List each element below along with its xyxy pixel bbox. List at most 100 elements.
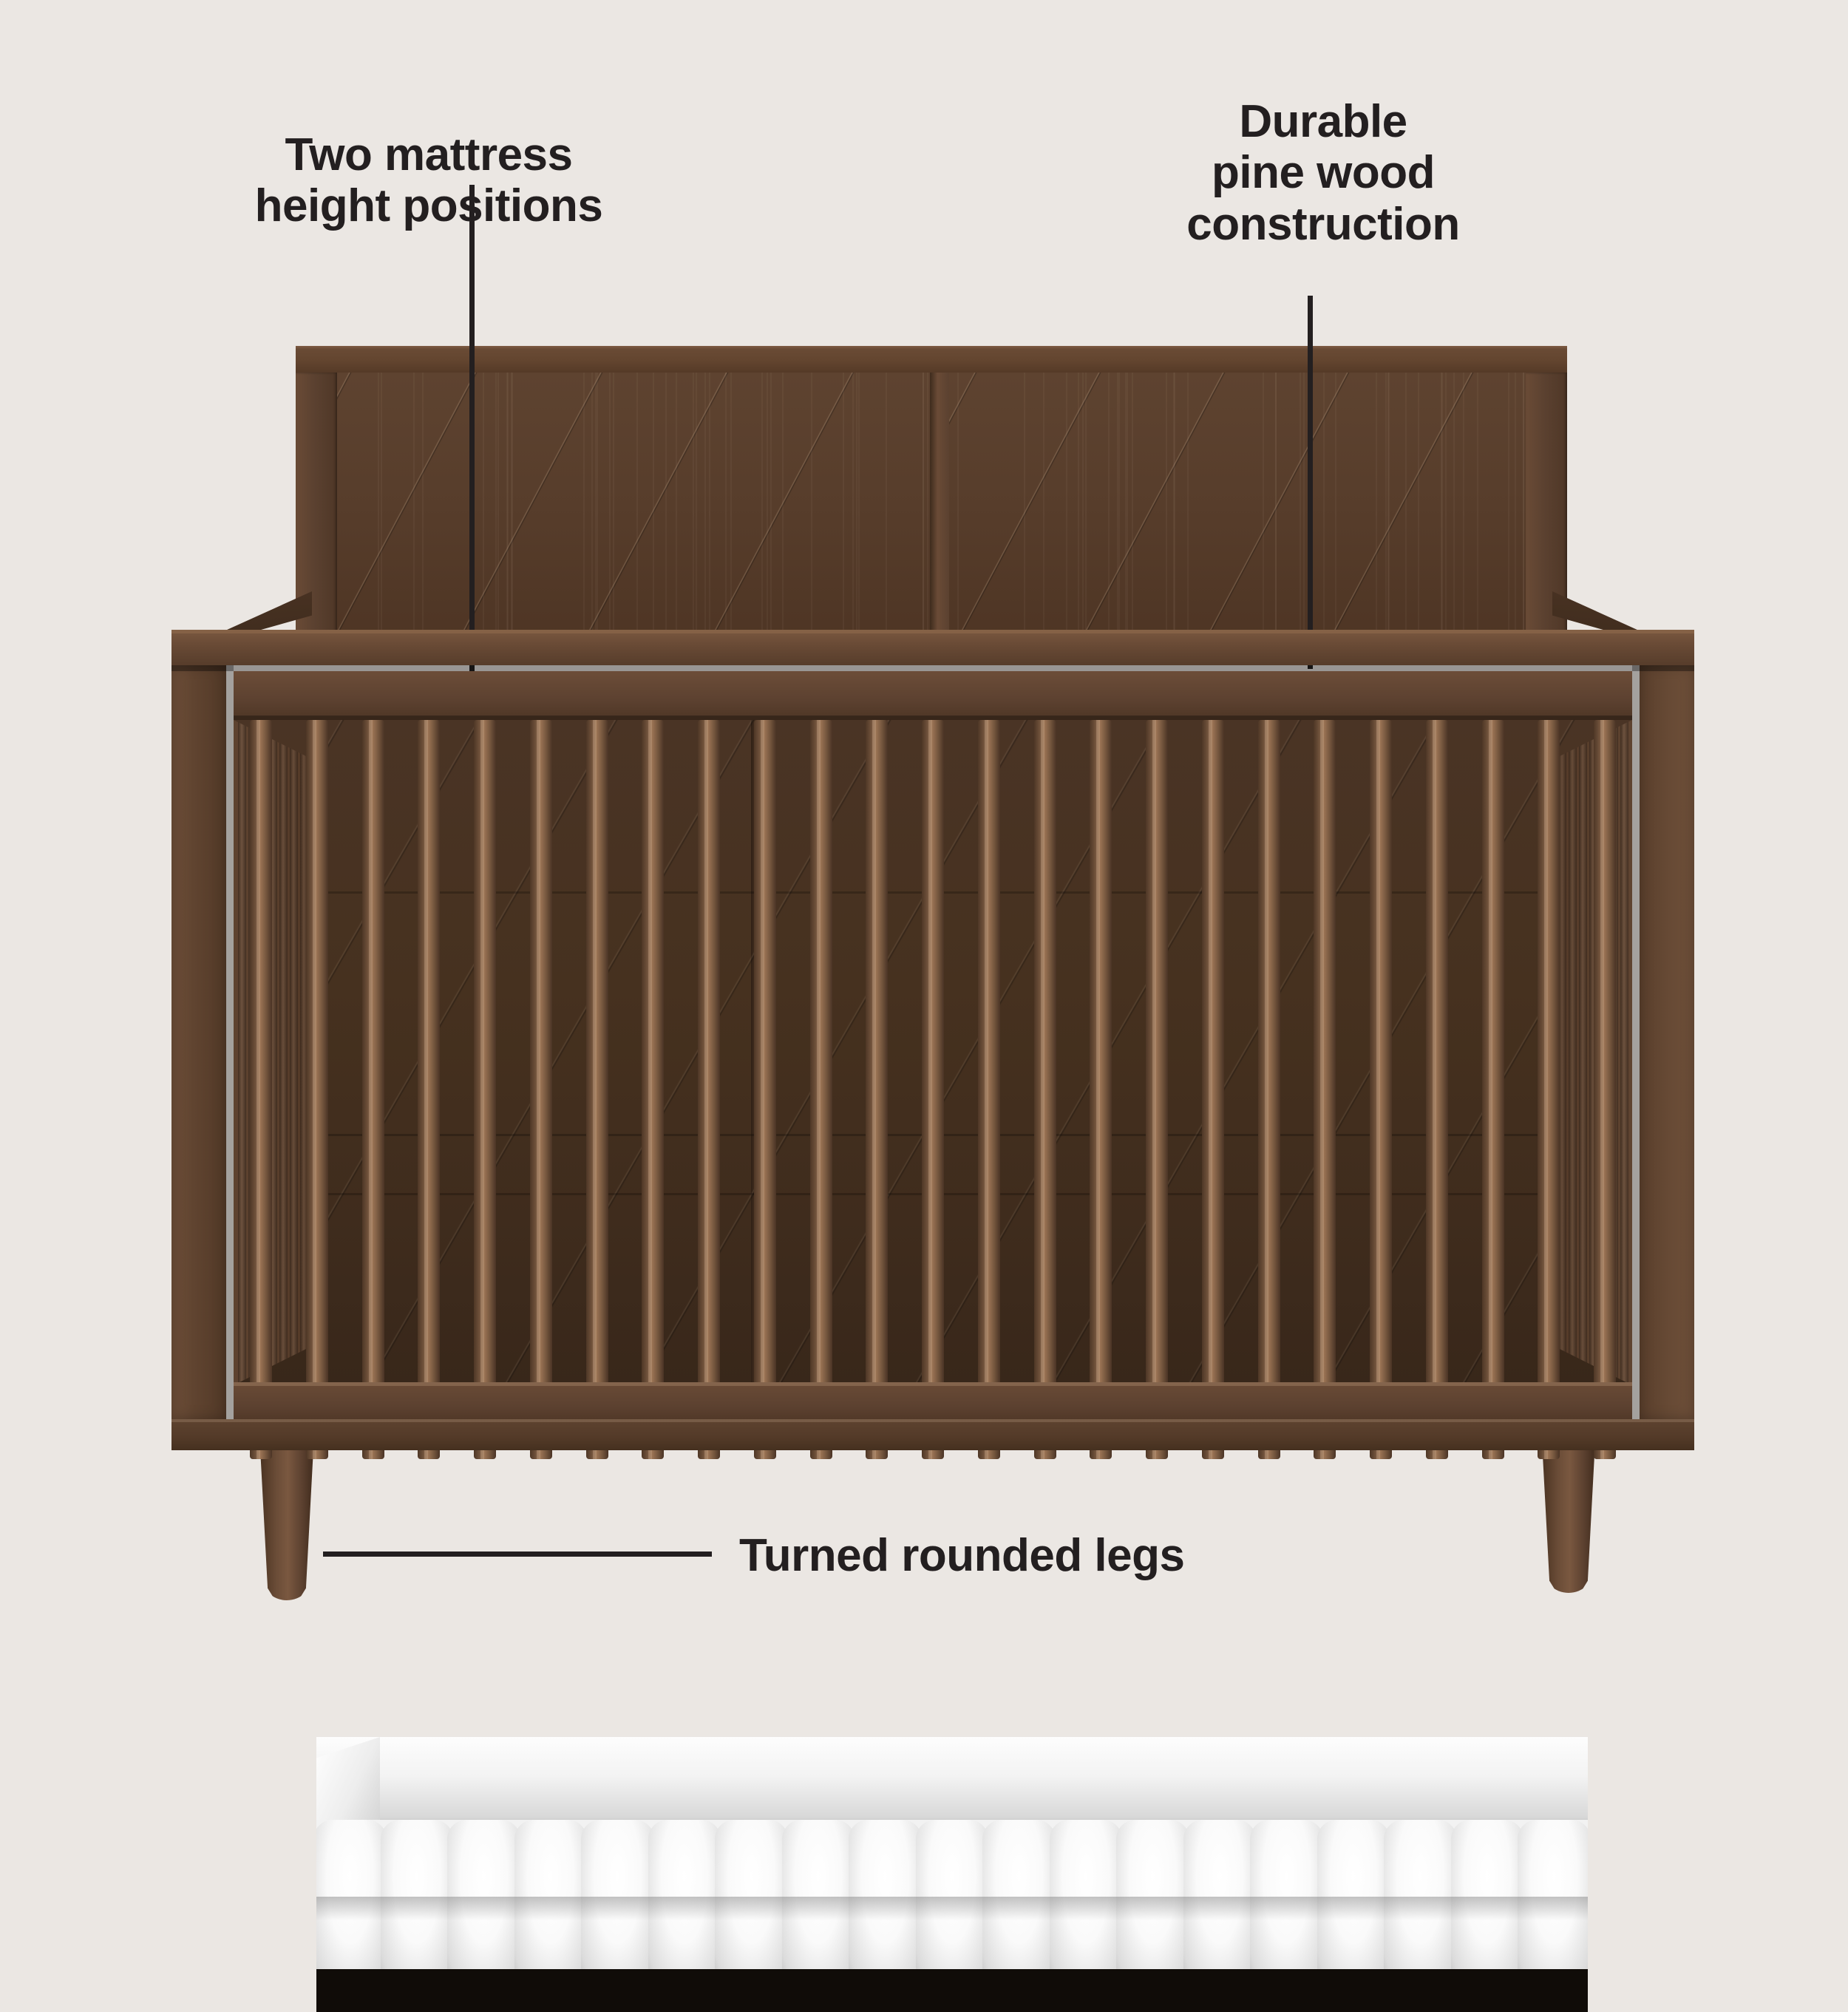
wood-grain-line <box>852 373 854 640</box>
crib-slat <box>586 720 608 1459</box>
wood-grain-line <box>957 373 959 640</box>
crib-slat <box>642 720 664 1459</box>
crib-slat <box>810 720 832 1459</box>
wood-grain-line <box>665 373 667 640</box>
wood-grain-line <box>1066 373 1067 640</box>
wood-grain-line <box>1508 373 1509 640</box>
callout-mattress-height-label: Two mattress height positions <box>155 129 702 232</box>
wood-grain-line <box>1127 373 1128 640</box>
crib-slat <box>306 720 328 1459</box>
wood-grain-line <box>497 373 499 640</box>
wood-grain-line <box>597 373 598 640</box>
crib-slat <box>1594 720 1616 1459</box>
wood-grain-line <box>782 373 784 640</box>
front-left-corner-post <box>171 665 226 1419</box>
mattress-top-surface <box>316 1737 1588 1824</box>
crib-slat <box>1370 720 1392 1459</box>
top-rail-shadow <box>171 665 1694 671</box>
crib-slat <box>474 720 496 1459</box>
wood-grain-line <box>636 373 638 640</box>
callout-pine-wood-label: Durable pine wood construction <box>1087 96 1560 250</box>
wood-grain-line <box>730 373 732 640</box>
wood-grain-line <box>583 373 585 640</box>
wood-grain-line <box>1117 373 1118 640</box>
wood-grain-line <box>381 373 382 640</box>
wood-grain-line <box>1441 373 1443 640</box>
under-mattress-shadow <box>316 1969 1588 2012</box>
wood-grain-line <box>1385 373 1387 640</box>
crib-headboard <box>296 346 1567 640</box>
crib-slat <box>1202 720 1224 1459</box>
front-base-plate <box>171 1419 1694 1450</box>
wood-grain-line <box>1043 373 1044 640</box>
wood-grain-line <box>1078 373 1079 640</box>
wood-grain-line <box>1166 373 1167 640</box>
crib-slat <box>922 720 944 1459</box>
wood-grain-line <box>609 373 611 640</box>
wood-grain-line <box>1405 373 1407 640</box>
wood-grain-line <box>676 373 677 640</box>
wood-grain-line <box>422 373 424 640</box>
wood-grain-line <box>923 373 924 640</box>
wood-grain-line <box>613 373 614 640</box>
wood-grain-line <box>653 373 654 640</box>
headboard-left-panel <box>337 373 930 640</box>
wood-grain-line <box>1085 373 1087 640</box>
wood-grain-line <box>761 373 763 640</box>
wood-grain-line <box>704 373 706 640</box>
crib-slat <box>250 720 272 1459</box>
wood-grain-line <box>886 373 887 640</box>
right-post-inner-edge <box>1632 665 1640 1419</box>
wood-grain-line <box>1376 373 1377 640</box>
crib-slat <box>362 720 384 1459</box>
wood-grain-line <box>1323 373 1325 640</box>
wood-grain-line <box>1477 373 1478 640</box>
front-upper-rail <box>234 671 1632 720</box>
wood-grain-line <box>767 373 768 640</box>
wood-grain-line <box>709 373 710 640</box>
wood-grain-line <box>507 373 509 640</box>
crib-slat <box>978 720 1000 1459</box>
front-top-rail <box>171 630 1694 665</box>
crib-slat <box>530 720 552 1459</box>
wood-grain-line <box>1187 373 1189 640</box>
infographic-canvas: Two mattress height positions Durable pi… <box>0 0 1848 1848</box>
crib-slat <box>1482 720 1504 1459</box>
wood-grain-line <box>1132 373 1133 640</box>
callout-turned-legs-label: Turned rounded legs <box>739 1530 1375 1581</box>
wood-grain-line <box>725 373 727 640</box>
wood-grain-line <box>511 373 512 640</box>
wood-grain-line <box>1275 373 1277 640</box>
wood-grain-line <box>1300 373 1301 640</box>
crib-mattress <box>316 1737 1588 1981</box>
wood-grain-line <box>1453 373 1455 640</box>
crib-slat <box>1538 720 1560 1459</box>
callout-pine-wood-leader-line <box>1308 296 1313 669</box>
wood-grain-groove <box>412 373 901 640</box>
headboard-cap-rail <box>296 346 1567 373</box>
wood-grain-line <box>858 373 860 640</box>
wood-grain-groove <box>337 373 398 640</box>
mattress-shadow <box>316 1897 1588 1920</box>
wood-grain-line <box>1463 373 1464 640</box>
crib-slat <box>1146 720 1168 1459</box>
wood-grain-line <box>1303 373 1305 640</box>
headboard-right-panel <box>949 373 1526 640</box>
wood-grain-groove <box>337 373 649 640</box>
crib-slat-group <box>234 720 1632 1459</box>
wood-grain-line <box>1125 373 1127 640</box>
wood-grain-line <box>927 373 928 640</box>
wood-grain-line <box>856 373 857 640</box>
front-right-leg <box>1542 1441 1595 1593</box>
crib-slat <box>754 720 776 1459</box>
wood-grain-line <box>1515 373 1516 640</box>
headboard-panel-body <box>296 373 1567 640</box>
left-post-inner-edge <box>226 665 234 1419</box>
wood-grain-line <box>811 373 812 640</box>
front-right-corner-post <box>1640 665 1694 1419</box>
wood-grain-line <box>1024 373 1025 640</box>
wood-grain-line <box>1174 373 1175 640</box>
front-left-leg <box>260 1449 313 1600</box>
wood-grain-line <box>1108 373 1110 640</box>
crib-front-frame <box>171 630 1694 1450</box>
